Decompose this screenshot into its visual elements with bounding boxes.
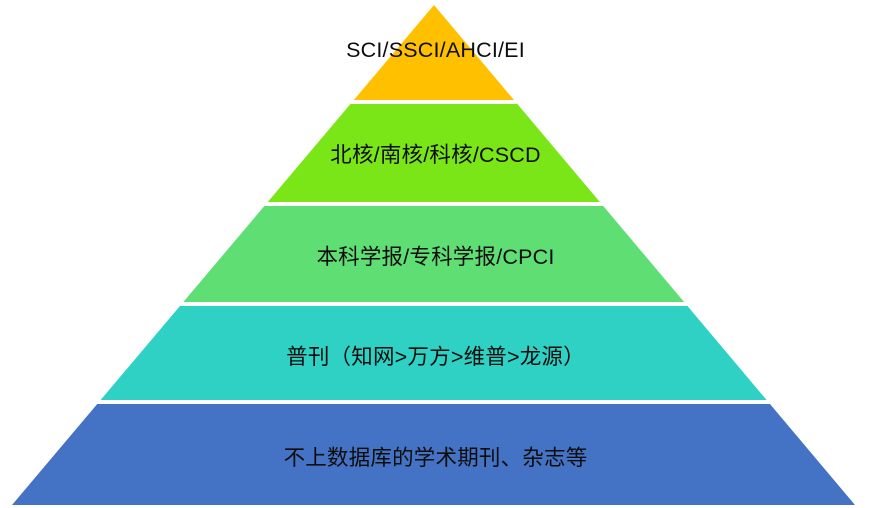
pyramid-tier-1 <box>353 5 514 100</box>
pyramid-tier-2 <box>267 104 600 202</box>
pyramid-tier-3 <box>183 206 685 302</box>
pyramid-tier-5 <box>12 404 855 505</box>
pyramid-tier-4 <box>100 306 767 400</box>
